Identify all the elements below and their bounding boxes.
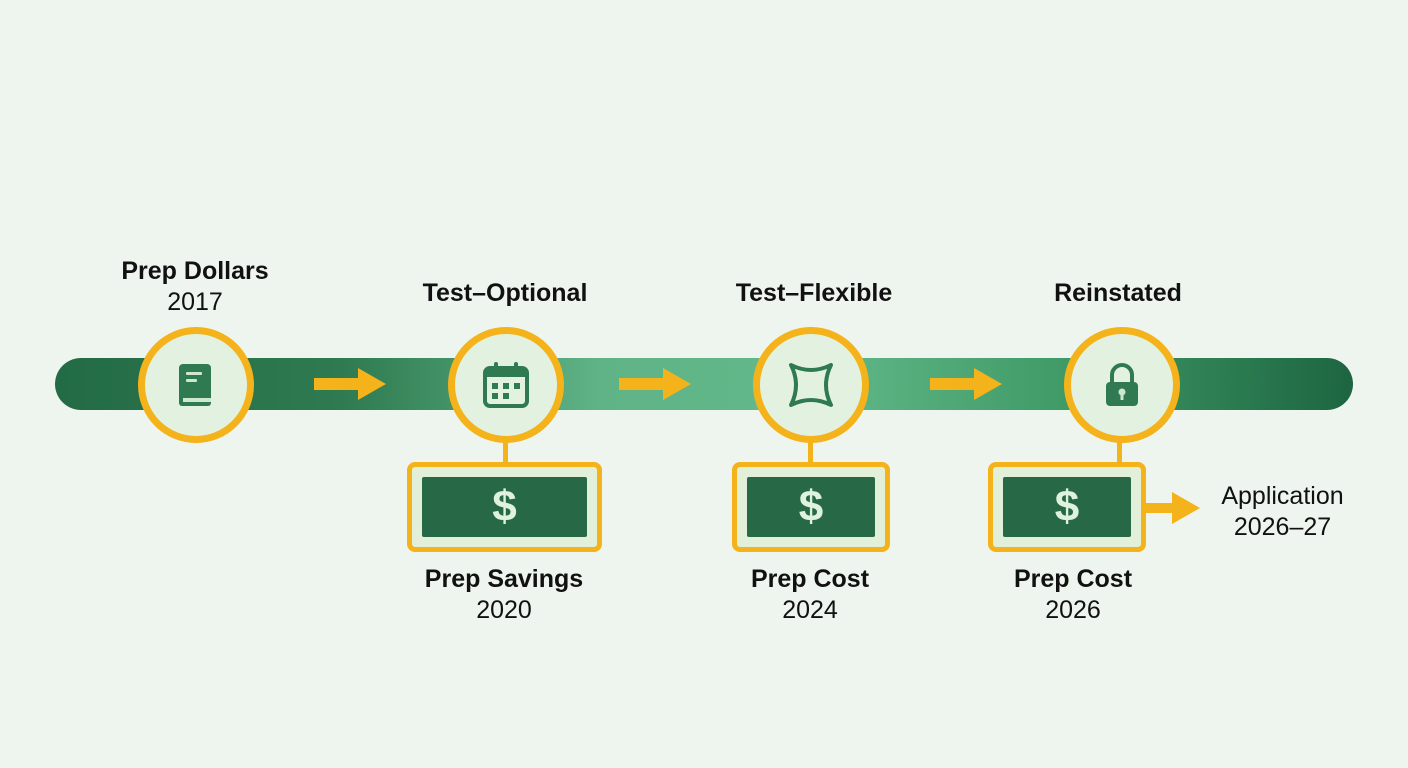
connector-line <box>503 436 508 466</box>
lock-icon <box>1106 363 1138 406</box>
book-icon <box>179 364 211 406</box>
dollar-icon: $ <box>422 477 587 537</box>
milestone-label: Test–Optional <box>422 279 588 307</box>
dollar-icon: $ <box>747 477 875 537</box>
bill-label: Prep Cost 2026 <box>1013 565 1133 624</box>
milestone-node-test-optional <box>448 327 564 443</box>
money-bill: $ <box>988 462 1146 552</box>
money-bill: $ <box>732 462 890 552</box>
connector-line <box>808 436 813 466</box>
milestone-node-reinstated <box>1064 327 1180 443</box>
arrow-right-icon <box>619 368 691 400</box>
bill-label: Prep Cost 2024 <box>750 565 870 624</box>
milestone-label: Prep Dollars 2017 <box>121 257 269 316</box>
calendar-icon <box>483 362 529 408</box>
dollar-icon: $ <box>1003 477 1131 537</box>
arrow-right-icon <box>930 368 1002 400</box>
bill-label: Prep Savings 2020 <box>424 565 584 624</box>
four-point-star-icon <box>789 363 833 407</box>
arrow-right-icon <box>1146 492 1200 524</box>
milestone-label: Reinstated <box>1054 279 1182 307</box>
money-bill: $ <box>407 462 602 552</box>
application-note: Application 2026–27 <box>1221 482 1344 541</box>
milestone-node-prep-dollars <box>138 327 254 443</box>
milestone-label: Test–Flexible <box>735 279 893 307</box>
connector-line <box>1117 436 1122 466</box>
milestone-node-test-flexible <box>753 327 869 443</box>
arrow-right-icon <box>314 368 386 400</box>
